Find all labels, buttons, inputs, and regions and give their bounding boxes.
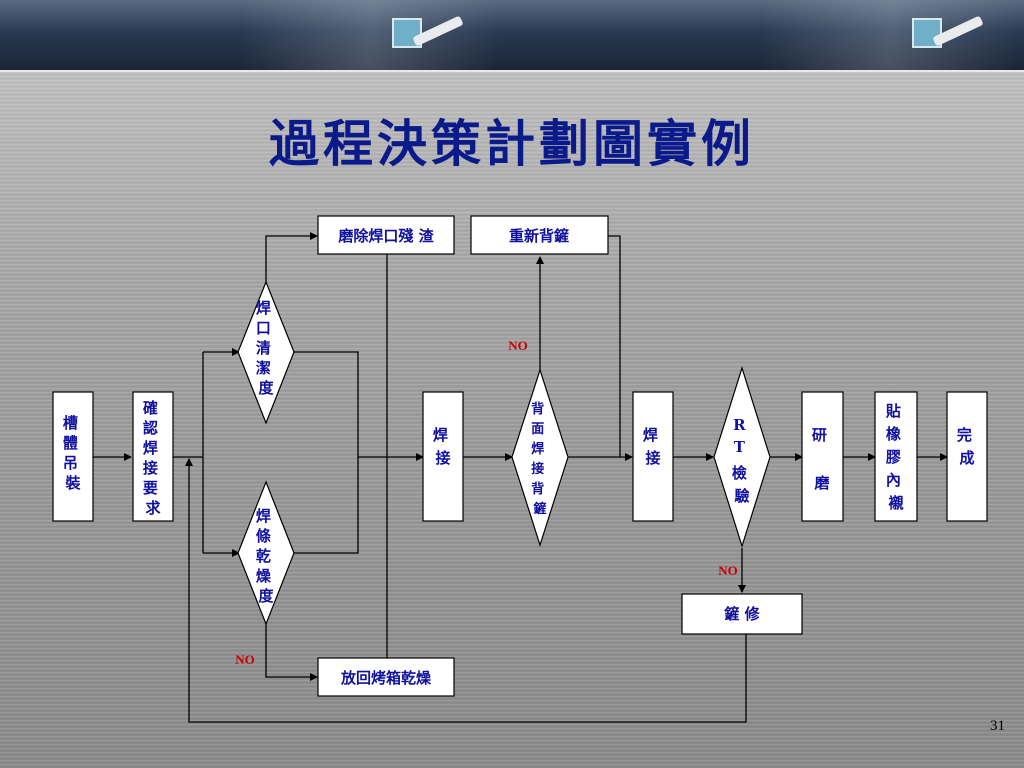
node-repair: 鏟 修: [723, 605, 760, 623]
node-body-lift-box: [52, 391, 94, 522]
node-confirm-req-box: [132, 391, 174, 522]
node-weld1-box: [422, 391, 464, 522]
decision-rt: R T 檢 驗: [732, 416, 752, 505]
connectors: [93, 232, 948, 723]
node-rebake-box: [317, 657, 455, 697]
node-done-box: [946, 391, 988, 522]
node-weld1: 焊 接: [433, 426, 453, 467]
decision-rod-dry: 焊 條 乾 燥 度: [256, 507, 276, 605]
node-regouge-box: [470, 215, 609, 255]
decision-back-gouge-diamond: [511, 368, 569, 547]
decision-clean-deg: 焊 口 清 潔 度: [256, 299, 276, 397]
node-repair-box: [681, 593, 803, 635]
node-lining-box: [874, 391, 918, 522]
no-label-rt: NO: [718, 563, 738, 578]
node-grind-slag: 磨除焊口殘 渣: [337, 227, 434, 245]
banner-decoration: [240, 0, 500, 70]
decision-clean-deg-diamond: [237, 280, 295, 425]
header-banner: [0, 0, 1024, 72]
node-grind: 研 磨: [812, 426, 832, 492]
node-done: 完 成: [957, 426, 977, 467]
node-lining: 貼 橡 膠 內 襯: [886, 402, 906, 512]
node-grind-slag-box: [317, 215, 455, 255]
banner-decoration: [760, 0, 1020, 70]
node-weld2-box: [632, 391, 674, 522]
node-regouge: 重新背鏟: [509, 227, 569, 245]
node-grind-box: [801, 391, 844, 522]
slide-title: 過程決策計劃圖實例: [269, 114, 755, 173]
node-body-lift: 槽 體 吊 裝: [63, 414, 83, 492]
no-label-back-gouge: NO: [508, 338, 528, 353]
decision-back-gouge: 背 面 焊 接 背 鏟: [531, 401, 549, 517]
page-number: 31: [990, 718, 1005, 734]
node-weld2: 焊 接: [643, 426, 663, 467]
decision-rod-dry-diamond: [237, 480, 295, 626]
node-confirm-req: 確 認 焊 接 要 求: [142, 399, 163, 517]
no-label-rod-dry: NO: [235, 652, 255, 667]
node-rebake: 放回烤箱乾燥: [340, 669, 432, 687]
decision-rt-diamond: [713, 366, 771, 548]
